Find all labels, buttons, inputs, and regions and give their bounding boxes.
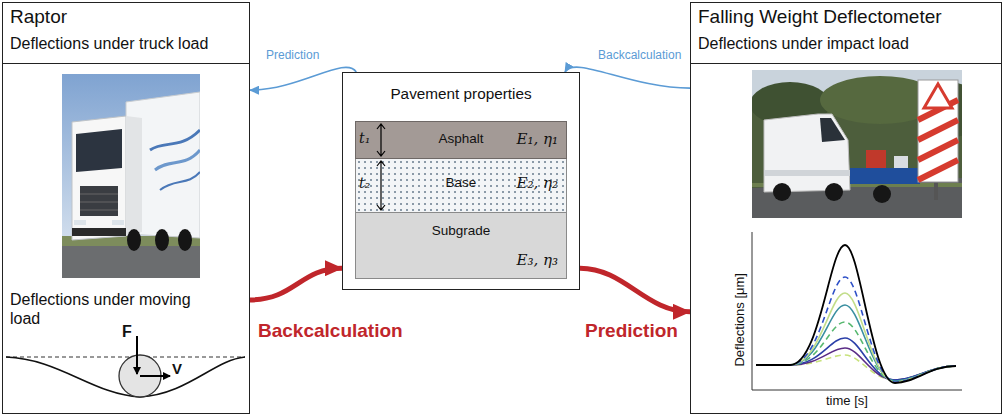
fwd-photo <box>752 70 962 218</box>
header-divider <box>691 63 1001 64</box>
layer-band: BaseE₂, η₂t₂ <box>355 159 567 213</box>
properties-box: Pavement propertiesAsphaltE₁, η₁t₁BaseE₂… <box>342 72 580 290</box>
velocity-label: V <box>172 360 182 378</box>
layer-parameters: E₁, η₁ <box>517 130 559 148</box>
deflection-graph <box>752 232 962 390</box>
sketch-caption: Deflections under moving load <box>10 290 202 328</box>
truck-photo <box>62 74 200 278</box>
connector-arrow <box>250 67 356 90</box>
panel-box: RaptorDeflections under truck loadDeflec… <box>2 2 250 414</box>
layer-parameters: E₂, η₂ <box>517 174 559 192</box>
layer-parameters: E₃, η₃ <box>517 251 559 269</box>
edge-label: Backcalculation <box>258 320 403 343</box>
connector-arrow <box>565 67 690 88</box>
edge-label: Prediction <box>585 320 678 343</box>
edge-label: Backcalculation <box>598 48 681 62</box>
connector-arrow <box>580 268 690 312</box>
edge-label: Prediction <box>266 48 319 62</box>
moving-load-sketch <box>6 336 245 397</box>
axis-title: time [s] <box>826 393 868 409</box>
panel-title: Raptor <box>10 6 67 29</box>
box-title: Pavement properties <box>343 85 579 103</box>
axis-title: Deflections [μm] <box>732 270 748 370</box>
panel-subtitle: Deflections under truck load <box>10 34 208 53</box>
connector-arrow <box>250 268 342 300</box>
panel-title: Falling Weight Deflectometer <box>698 6 942 29</box>
header-divider <box>3 63 249 64</box>
layer-band: AsphaltE₁, η₁t₁ <box>355 121 567 159</box>
thickness-label: t₁ <box>359 130 370 147</box>
thickness-label: t₂ <box>359 175 370 192</box>
thickness-arrow <box>376 122 386 158</box>
panel-subtitle: Deflections under impact load <box>698 34 909 53</box>
layer-name: Subgrade <box>356 223 566 239</box>
layer-band: SubgradeE₃, η₃ <box>355 213 567 279</box>
thickness-arrow <box>376 159 386 212</box>
force-label: F <box>122 322 132 341</box>
